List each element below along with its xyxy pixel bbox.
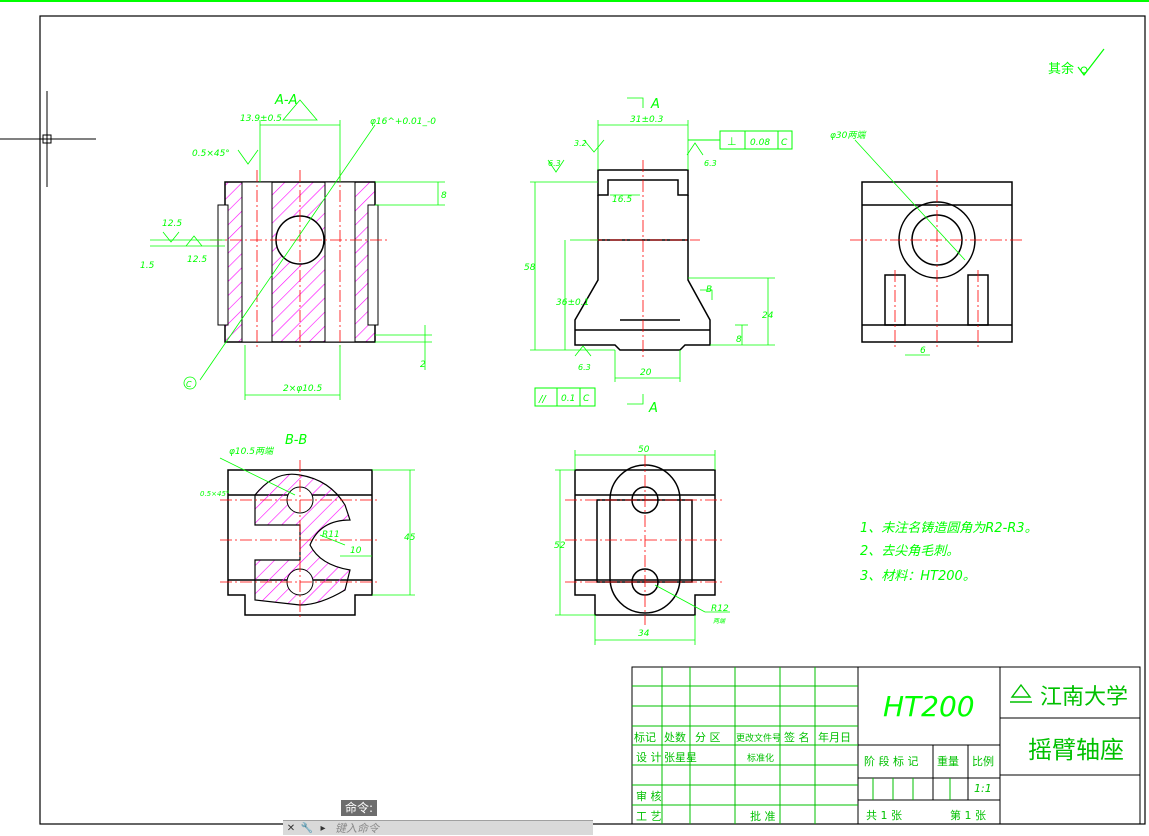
close-icon[interactable]: ✕ bbox=[286, 822, 296, 834]
svg-text:45: 45 bbox=[404, 533, 416, 543]
svg-text:3.2: 3.2 bbox=[574, 139, 587, 148]
svg-text:φ16^+0.01_-0: φ16^+0.01_-0 bbox=[370, 117, 436, 127]
side-view: φ30两端 6 bbox=[830, 130, 1025, 356]
svg-text:第 1 张: 第 1 张 bbox=[950, 808, 986, 822]
svg-text:2×φ10.5: 2×φ10.5 bbox=[283, 384, 323, 394]
svg-text:24: 24 bbox=[762, 311, 774, 321]
university-logo-icon bbox=[1010, 683, 1032, 703]
svg-text:处数: 处数 bbox=[664, 731, 686, 744]
command-line[interactable]: ✕ 🔧 ▸ 键入命令 bbox=[283, 820, 593, 835]
svg-text:C: C bbox=[781, 138, 788, 148]
svg-text:1、未注名铸造圆角为R2-R3。: 1、未注名铸造圆角为R2-R3。 bbox=[860, 521, 1038, 536]
technical-notes: 1、未注名铸造圆角为R2-R3。 2、去尖角毛刺。 3、材料：HT200。 bbox=[860, 521, 1038, 584]
svg-text:1.5: 1.5 bbox=[140, 261, 155, 271]
svg-text:R11: R11 bbox=[322, 530, 340, 540]
svg-text:阶 段 标 记: 阶 段 标 记 bbox=[864, 754, 919, 768]
svg-text:6.3: 6.3 bbox=[704, 159, 717, 168]
svg-text:C: C bbox=[583, 394, 590, 404]
svg-text:张星星: 张星星 bbox=[664, 751, 697, 764]
svg-text:50: 50 bbox=[638, 445, 650, 455]
svg-text://: // bbox=[538, 394, 547, 405]
svg-text:更改文件号: 更改文件号 bbox=[736, 732, 781, 744]
parallelism-frame: // 0.1 C bbox=[534, 387, 596, 407]
svg-text:其余: 其余 bbox=[1048, 61, 1074, 77]
command-history-icon[interactable]: ▸ bbox=[320, 822, 326, 834]
svg-text:A: A bbox=[650, 97, 660, 112]
svg-text:HT200: HT200 bbox=[883, 690, 975, 723]
svg-text:34: 34 bbox=[638, 629, 650, 639]
command-label: 命令: bbox=[341, 800, 378, 816]
svg-text:8: 8 bbox=[441, 191, 447, 201]
svg-text:标记: 标记 bbox=[634, 730, 656, 744]
svg-text:0.08: 0.08 bbox=[750, 138, 770, 148]
svg-text:12.5: 12.5 bbox=[162, 219, 182, 229]
svg-text:36±0.1: 36±0.1 bbox=[556, 298, 589, 308]
top-view: 50 52 R12 34 两端 bbox=[554, 445, 730, 645]
svg-text:C: C bbox=[186, 380, 192, 389]
svg-text:0.5×45°: 0.5×45° bbox=[192, 149, 230, 159]
svg-text:两端: 两端 bbox=[713, 617, 726, 625]
svg-text:重量: 重量 bbox=[937, 754, 959, 768]
crosshair-cursor bbox=[0, 91, 96, 187]
svg-text:10: 10 bbox=[350, 546, 362, 556]
svg-text:摇臂轴座: 摇臂轴座 bbox=[1028, 736, 1124, 764]
svg-text:31±0.3: 31±0.3 bbox=[630, 115, 664, 125]
svg-text:1:1: 1:1 bbox=[974, 782, 992, 795]
svg-text:0.5×45°: 0.5×45° bbox=[200, 490, 229, 498]
svg-text:标准化: 标准化 bbox=[747, 752, 774, 764]
svg-text:φ30两端: φ30两端 bbox=[830, 130, 867, 141]
svg-text:20: 20 bbox=[640, 368, 652, 378]
svg-text:签 名: 签 名 bbox=[784, 730, 810, 744]
svg-text:58: 58 bbox=[524, 263, 536, 273]
svg-text:52: 52 bbox=[554, 541, 566, 551]
roughness-legend: 其余 bbox=[1048, 48, 1105, 77]
svg-text:16.5: 16.5 bbox=[612, 195, 632, 205]
command-input[interactable]: 键入命令 bbox=[335, 822, 379, 835]
svg-text:2: 2 bbox=[420, 360, 426, 370]
svg-text:江南大学: 江南大学 bbox=[1040, 685, 1128, 710]
svg-text:B-B: B-B bbox=[285, 433, 307, 448]
svg-text:年月日: 年月日 bbox=[818, 730, 851, 744]
svg-text:6.3: 6.3 bbox=[578, 363, 591, 372]
svg-text:2、去尖角毛刺。: 2、去尖角毛刺。 bbox=[860, 544, 959, 559]
svg-text:8: 8 bbox=[736, 335, 742, 345]
title-block: 标记 处数 分 区 更改文件号 签 名 年月日 设 计 张星星 标准化 审 核 … bbox=[631, 666, 1141, 825]
svg-text:A-A: A-A bbox=[274, 93, 297, 108]
svg-text:⊥: ⊥ bbox=[727, 135, 737, 148]
svg-text:0.1: 0.1 bbox=[561, 394, 575, 404]
svg-text:B: B bbox=[706, 285, 712, 295]
svg-text:A: A bbox=[648, 401, 658, 416]
wrench-icon[interactable]: 🔧 bbox=[300, 822, 314, 834]
drawing-frame bbox=[39, 15, 1146, 825]
section-aa-view: A-A bbox=[140, 93, 447, 400]
svg-text:φ10.5两端: φ10.5两端 bbox=[229, 446, 275, 457]
svg-text:6.3: 6.3 bbox=[548, 159, 561, 168]
perpendicularity-frame: ⊥ 0.08 C bbox=[688, 130, 793, 150]
svg-text:3、材料：HT200。: 3、材料：HT200。 bbox=[860, 569, 976, 584]
svg-text:工 艺: 工 艺 bbox=[636, 810, 662, 823]
svg-text:设 计: 设 计 bbox=[636, 751, 662, 764]
svg-text:共 1 张: 共 1 张 bbox=[866, 809, 902, 822]
front-view: ⊥ 0.08 C // 0.1 C 31±0.3 16.5 58 36±0.1 … bbox=[524, 97, 793, 416]
svg-text:12.5: 12.5 bbox=[187, 255, 207, 265]
section-bb-view: B-B φ10.5两端 0.5×45° R11 10 45 bbox=[200, 433, 416, 620]
svg-text:分 区: 分 区 bbox=[695, 731, 721, 744]
svg-text:批 准: 批 准 bbox=[750, 809, 776, 823]
svg-text:比例: 比例 bbox=[972, 754, 994, 768]
svg-text:R12: R12 bbox=[711, 604, 729, 614]
svg-text:6: 6 bbox=[920, 346, 926, 356]
svg-text:审 核: 审 核 bbox=[636, 789, 662, 803]
svg-text:13.9±0.5: 13.9±0.5 bbox=[240, 114, 282, 124]
